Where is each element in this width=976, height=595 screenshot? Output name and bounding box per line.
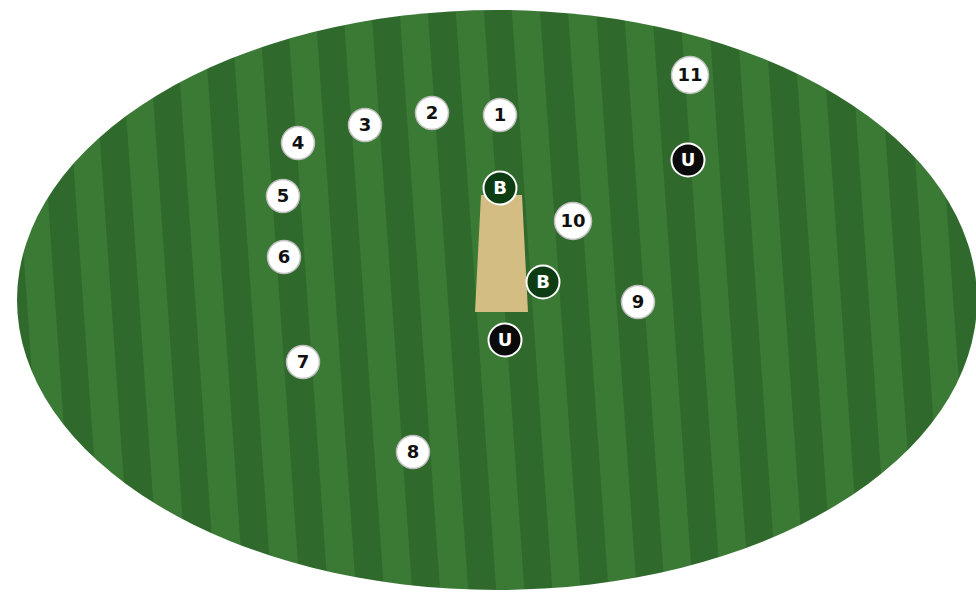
fielder-marker: 2 — [414, 95, 450, 131]
position-label: 11 — [670, 55, 710, 95]
fielder-marker: 5 — [265, 178, 301, 214]
fielder-marker: 11 — [670, 55, 710, 95]
fielder-marker: 9 — [620, 284, 656, 320]
fielder-marker: 1 — [482, 97, 518, 133]
batsman-marker: B — [482, 170, 518, 206]
position-label: 10 — [553, 201, 593, 241]
pitch — [475, 195, 528, 312]
fielder-marker: 10 — [553, 201, 593, 241]
position-label: 3 — [347, 107, 383, 143]
fielder-marker: 7 — [285, 344, 321, 380]
position-label: 7 — [285, 344, 321, 380]
position-label: U — [670, 142, 706, 178]
position-label: 9 — [620, 284, 656, 320]
position-label: 8 — [395, 434, 431, 470]
position-label: 5 — [265, 178, 301, 214]
batsman-marker: B — [525, 264, 561, 300]
umpire-marker: U — [487, 322, 523, 358]
position-label: 2 — [414, 95, 450, 131]
position-label: B — [482, 170, 518, 206]
position-label: 1 — [482, 97, 518, 133]
fielder-marker: 6 — [266, 239, 302, 275]
position-label: 4 — [280, 125, 316, 161]
fielder-marker: 3 — [347, 107, 383, 143]
fielder-marker: 4 — [280, 125, 316, 161]
position-label: B — [525, 264, 561, 300]
fielder-marker: 8 — [395, 434, 431, 470]
position-label: 6 — [266, 239, 302, 275]
position-label: U — [487, 322, 523, 358]
umpire-marker: U — [670, 142, 706, 178]
